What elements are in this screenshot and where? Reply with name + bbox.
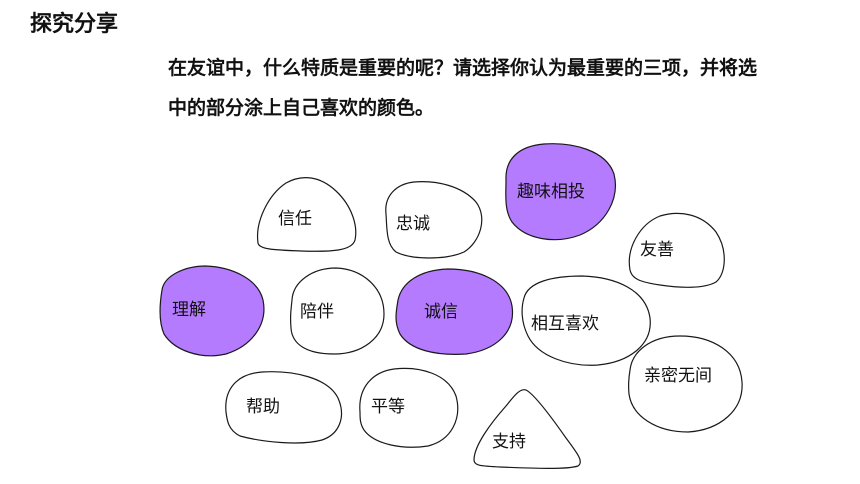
question-line-1: 在友谊中，什么特质是重要的呢？请选择你认为最重要的三项，并将选 — [168, 57, 758, 79]
stone-label: 信任 — [278, 209, 312, 229]
stone-outline[interactable] — [256, 177, 357, 252]
stone-zhichi[interactable]: 支持 — [473, 389, 581, 469]
stone-label: 亲密无间 — [644, 366, 712, 386]
stone-label: 陪伴 — [300, 302, 334, 322]
page-title: 探究分享 — [30, 12, 119, 37]
stone-label: 帮助 — [246, 397, 280, 417]
stone-zhongcheng[interactable]: 忠诚 — [385, 181, 483, 259]
stone-label: 相互喜欢 — [531, 314, 599, 334]
stone-chengxin[interactable]: 诚信 — [395, 268, 514, 355]
stone-pingdeng[interactable]: 平等 — [359, 367, 459, 448]
stone-xinren[interactable]: 信任 — [256, 177, 357, 252]
stone-outline[interactable] — [627, 335, 743, 433]
stone-outline[interactable] — [359, 367, 459, 448]
stone-outline[interactable] — [289, 267, 385, 355]
question-text: 在友谊中，什么特质是重要的呢？请选择你认为最重要的三项，并将选 中的部分涂上自己… — [168, 48, 848, 128]
stone-outline[interactable] — [505, 143, 616, 241]
stone-outline[interactable] — [225, 371, 343, 444]
stone-outline[interactable] — [628, 212, 725, 288]
stone-qinmi[interactable]: 亲密无间 — [627, 335, 743, 433]
stone-xianghu[interactable]: 相互喜欢 — [521, 275, 651, 366]
stone-label: 平等 — [371, 397, 405, 417]
stone-label: 诚信 — [424, 302, 458, 322]
stone-label: 理解 — [172, 300, 206, 320]
stone-outline[interactable] — [395, 268, 514, 355]
stone-outline[interactable] — [385, 181, 483, 259]
stone-lijie[interactable]: 理解 — [159, 265, 265, 357]
stone-quwei[interactable]: 趣味相投 — [505, 143, 616, 241]
stone-outline[interactable] — [159, 265, 265, 357]
stone-label: 趣味相投 — [517, 182, 585, 202]
stone-label: 忠诚 — [396, 214, 430, 234]
stone-outline[interactable] — [473, 389, 581, 469]
stone-outline[interactable] — [521, 275, 651, 366]
stone-peiban[interactable]: 陪伴 — [289, 267, 385, 355]
stone-label: 支持 — [492, 432, 526, 452]
stone-bangzhu[interactable]: 帮助 — [225, 371, 343, 444]
stone-label: 友善 — [640, 240, 674, 260]
question-line-2: 中的部分涂上自己喜欢的颜色。 — [168, 97, 435, 119]
stone-youshan[interactable]: 友善 — [628, 212, 725, 288]
